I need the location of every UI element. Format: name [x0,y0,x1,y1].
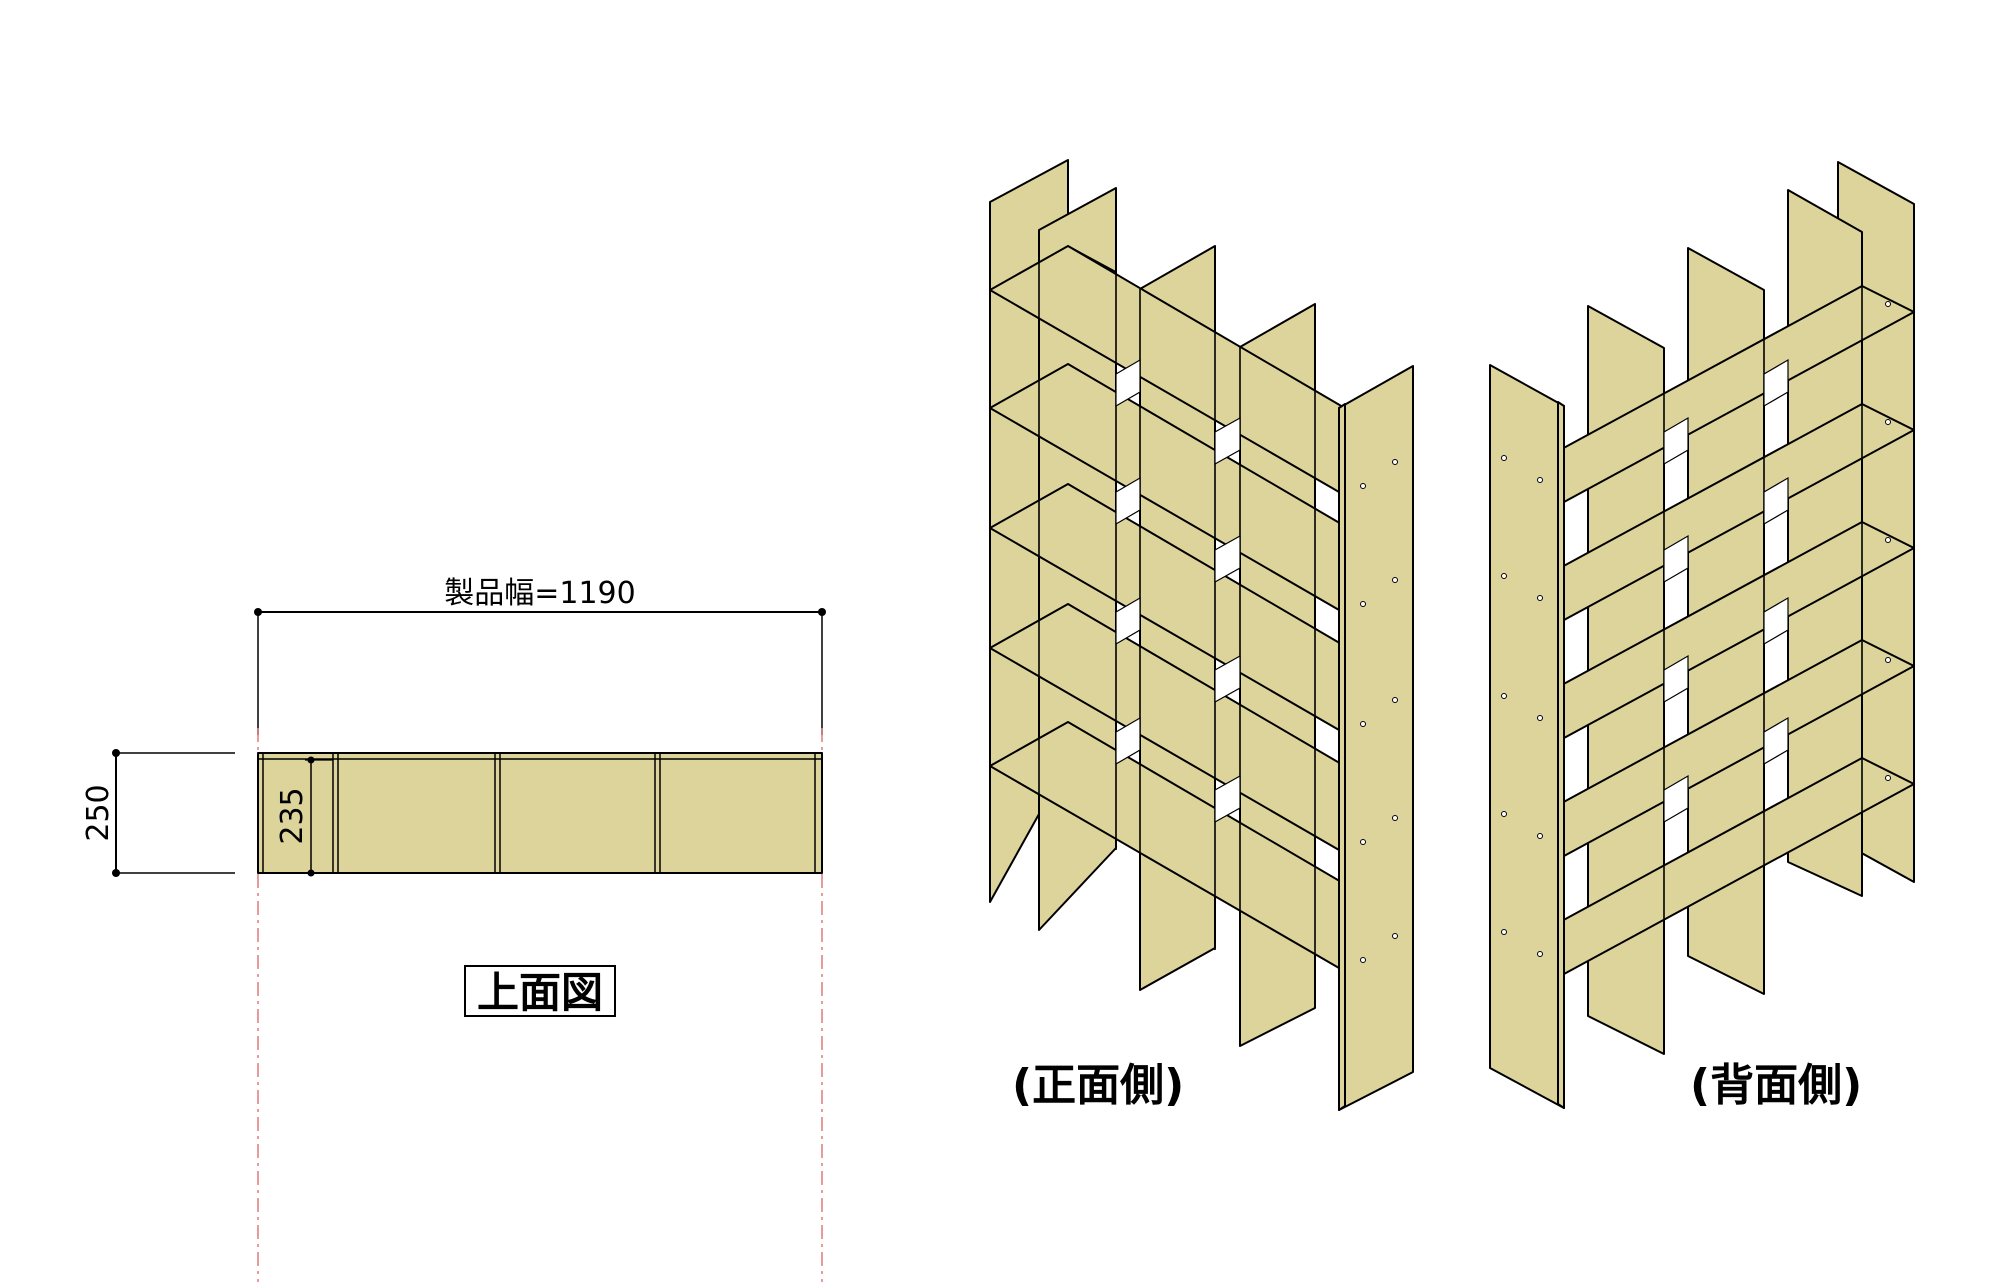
centerlines [257,728,823,1282]
front-holes [1360,459,1398,963]
depth-dimension: 250 [81,749,235,877]
top-view: 製品幅=1190 250 235 [81,576,826,1282]
top-view-title-text: 上面図 [477,968,603,1017]
width-dimension: 製品幅=1190 [254,576,826,735]
top-view-title: 上面図 [464,965,616,1017]
front-openings [1115,358,1241,824]
front-isometric-view: (正面側) [989,159,1414,1111]
caption-back: (背面側) [1690,1060,1862,1111]
width-label: 製品幅=1190 [444,576,635,611]
depth-outer-label: 250 [81,784,116,841]
back-openings [1663,358,1789,824]
back-holes [1501,301,1891,957]
top-view-shelf: 235 [257,752,823,877]
caption-front: (正面側) [1012,1060,1184,1111]
back-isometric-view: (背面側) [1489,161,1915,1111]
depth-inner-label: 235 [275,787,310,844]
